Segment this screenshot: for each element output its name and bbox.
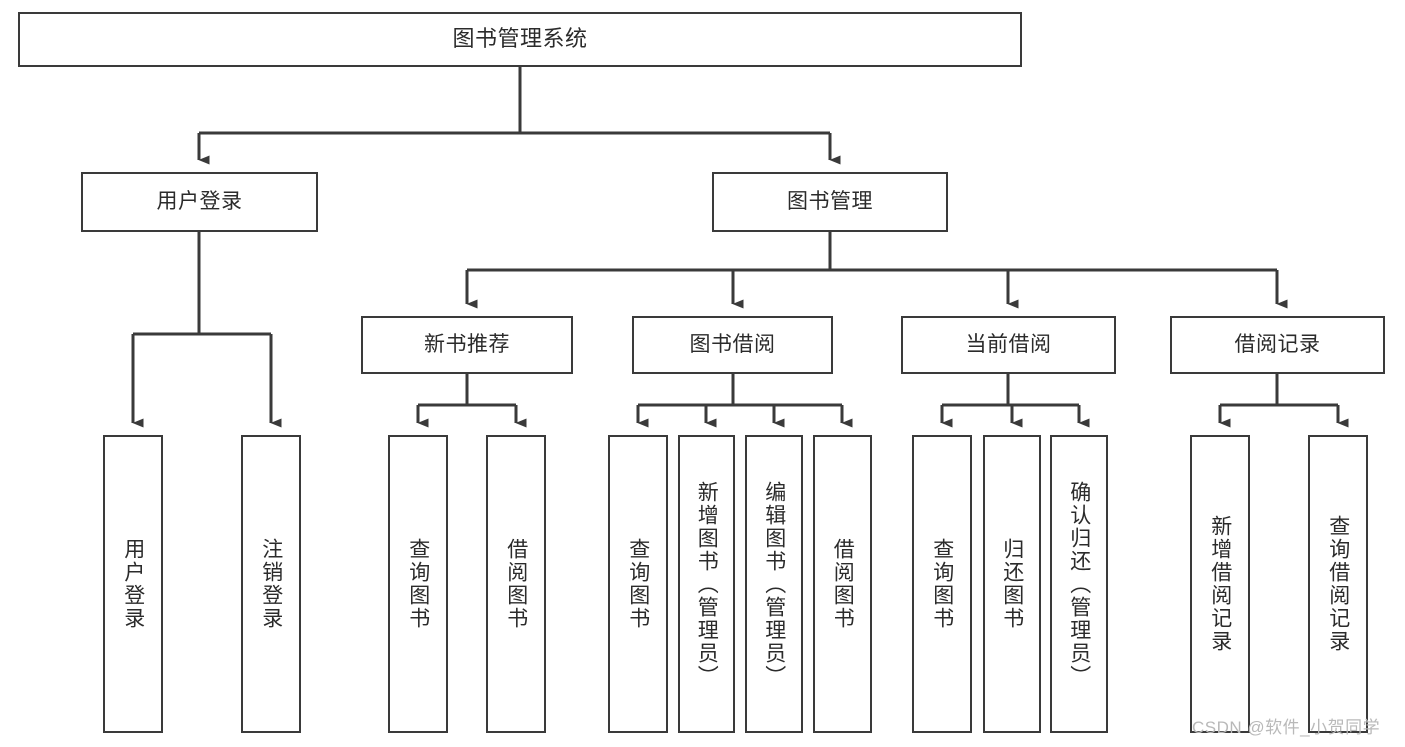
node-new-book-rec[interactable]: 新书推荐 <box>361 316 573 374</box>
node-leaf-query-book-3[interactable]: 查询图书 <box>912 435 972 733</box>
node-leaf-query-book-2[interactable]: 查询图书 <box>608 435 668 733</box>
node-book-borrow[interactable]: 图书借阅 <box>632 316 833 374</box>
node-book-borrow-label: 图书借阅 <box>689 333 776 357</box>
node-leaf-return-book[interactable]: 归还图书 <box>983 435 1041 733</box>
node-leaf-borrow-book-2-label: 借阅图书 <box>831 538 855 630</box>
node-leaf-query-book-3-label: 查询图书 <box>930 538 954 630</box>
node-leaf-edit-book-label: 编辑图书（管理员） <box>762 480 786 688</box>
node-leaf-add-book[interactable]: 新增图书（管理员） <box>678 435 735 733</box>
node-leaf-query-book-2-label: 查询图书 <box>626 538 650 630</box>
node-leaf-user-login-label: 用户登录 <box>121 538 145 630</box>
node-leaf-borrow-book-1[interactable]: 借阅图书 <box>486 435 546 733</box>
node-leaf-edit-book[interactable]: 编辑图书（管理员） <box>745 435 803 733</box>
node-leaf-query-book-1[interactable]: 查询图书 <box>388 435 448 733</box>
node-current-borrow[interactable]: 当前借阅 <box>901 316 1116 374</box>
node-leaf-query-book-1-label: 查询图书 <box>406 538 430 630</box>
node-root[interactable]: 图书管理系统 <box>18 12 1022 67</box>
node-leaf-borrow-book-1-label: 借阅图书 <box>504 538 528 630</box>
node-leaf-logout[interactable]: 注销登录 <box>241 435 301 733</box>
node-user-login[interactable]: 用户登录 <box>81 172 318 232</box>
node-leaf-query-record-label: 查询借阅记录 <box>1326 515 1350 653</box>
node-leaf-logout-label: 注销登录 <box>259 538 283 630</box>
node-new-book-rec-label: 新书推荐 <box>424 333 510 357</box>
node-current-borrow-label: 当前借阅 <box>965 333 1052 357</box>
node-leaf-confirm-return-label: 确认归还（管理员） <box>1067 480 1091 688</box>
node-leaf-add-book-label: 新增图书（管理员） <box>695 480 719 688</box>
node-leaf-add-record[interactable]: 新增借阅记录 <box>1190 435 1250 733</box>
node-leaf-confirm-return[interactable]: 确认归还（管理员） <box>1050 435 1108 733</box>
node-leaf-return-book-label: 归还图书 <box>1000 538 1024 630</box>
node-leaf-query-record[interactable]: 查询借阅记录 <box>1308 435 1368 733</box>
node-book-manage[interactable]: 图书管理 <box>712 172 948 232</box>
node-leaf-borrow-book-2[interactable]: 借阅图书 <box>813 435 872 733</box>
node-borrow-record[interactable]: 借阅记录 <box>1170 316 1385 374</box>
node-borrow-record-label: 借阅记录 <box>1234 333 1321 357</box>
node-leaf-user-login[interactable]: 用户登录 <box>103 435 163 733</box>
node-root-label: 图书管理系统 <box>452 26 588 52</box>
node-leaf-add-record-label: 新增借阅记录 <box>1208 515 1232 653</box>
node-book-manage-label: 图书管理 <box>787 190 873 214</box>
node-user-login-label: 用户登录 <box>156 190 243 214</box>
watermark-text: CSDN @软件_小贺同学 <box>1192 718 1381 737</box>
